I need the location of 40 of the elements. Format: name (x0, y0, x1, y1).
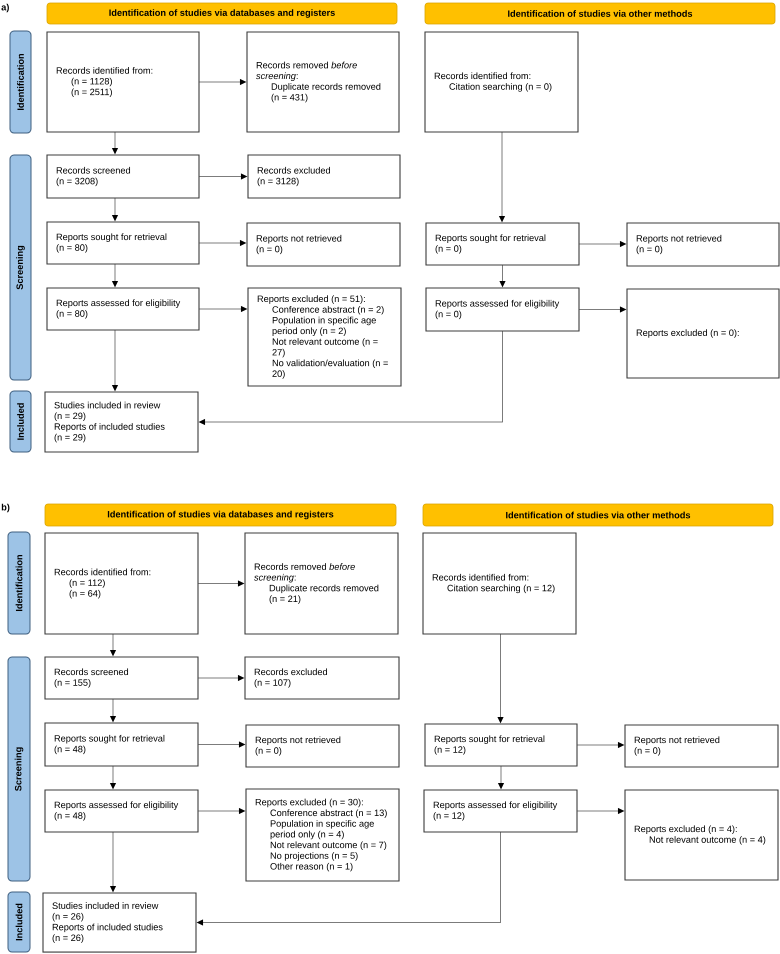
flow-box: Reports sought for retrieval (n = 48) (44, 722, 199, 767)
phase-bar: Identification (8, 532, 30, 634)
flow-box: Records identified from: Citation searching (n = 0) (424, 31, 579, 133)
flow-box: Reports excluded (n = 51): Conference abstract (n = 2) Population in specific age period only (n = 2) Not relevant outcome (n = 27) No validation/evaluation (n = 20) (247, 287, 402, 387)
flow-box: Reports excluded (n = 4): Not relevant outcome (n = 4) (624, 789, 779, 881)
phase-bar: Identification (10, 30, 32, 134)
flow-box: Reports sought for retrieval (n = 12) (424, 723, 578, 767)
flow-box: Records identified from: (n = 112) (n = 64) (44, 532, 199, 635)
flow-box: Reports not retrieved (n = 0) (246, 222, 401, 267)
phase-bar: Screening (8, 656, 30, 882)
section-header: Identification of studies via databases and registers (46, 2, 398, 24)
panel-label: b) (2, 504, 10, 512)
flow-box: Reports assessed for eligibility (n = 0) (425, 287, 580, 332)
flow-box: Reports sought for retrieval (n = 80) (46, 221, 200, 265)
phase-bar: Screening (10, 154, 32, 380)
flow-box: Records removed before screening: Duplicate records removed (n = 431) (246, 31, 400, 133)
phase-bar: Included (10, 390, 32, 452)
section-header: Identification of studies via databases and registers (44, 504, 396, 526)
flow-box: Records screened (n = 3208) (46, 154, 200, 199)
flow-box: Reports not retrieved (n = 0) (626, 222, 780, 267)
flow-box: Reports not retrieved (n = 0) (245, 724, 400, 768)
flow-box: Studies included in review (n = 26) Reports of included studies (n = 26) (42, 892, 197, 953)
flow-box: Reports assessed for eligibility (n = 12) (423, 789, 578, 833)
section-header: Identification of studies via other methods (422, 504, 774, 526)
flow-box: Records identified from: Citation searching (n = 12) (422, 532, 577, 635)
panel-label: a) (1, 4, 9, 12)
flow-box: Records excluded (n = 107) (244, 656, 400, 700)
flow-box: Records identified from: (n = 1128) (n = 2511) (46, 31, 200, 133)
flow-box: Reports sought for retrieval (n = 0) (425, 222, 580, 266)
flow-box: Studies included in review (n = 29) Reports of included studies (n = 29) (44, 391, 199, 453)
flow-box: Reports assessed for eligibility (n = 48) (44, 789, 199, 833)
flow-box: Reports excluded (n = 0): (626, 288, 780, 379)
flow-box: Records removed before screening: Duplicate records removed (n = 21) (244, 532, 399, 635)
flow-box: Reports assessed for eligibility (n = 80) (46, 287, 200, 331)
section-header: Identification of studies via other methods (424, 2, 776, 24)
flow-box: Reports excluded (n = 30): Conference abstract (n = 13) Population in specific age period only (n = 4) Not relevant outcome (n = 7) No projections (n = 5) Other reason (n = 1) (245, 788, 400, 882)
flow-box: Records excluded (n = 3128) (247, 154, 401, 199)
flow-box: Reports not retrieved (n = 0) (624, 724, 779, 768)
phase-bar: Included (8, 892, 30, 953)
flow-box: Records screened (n = 155) (44, 656, 199, 700)
